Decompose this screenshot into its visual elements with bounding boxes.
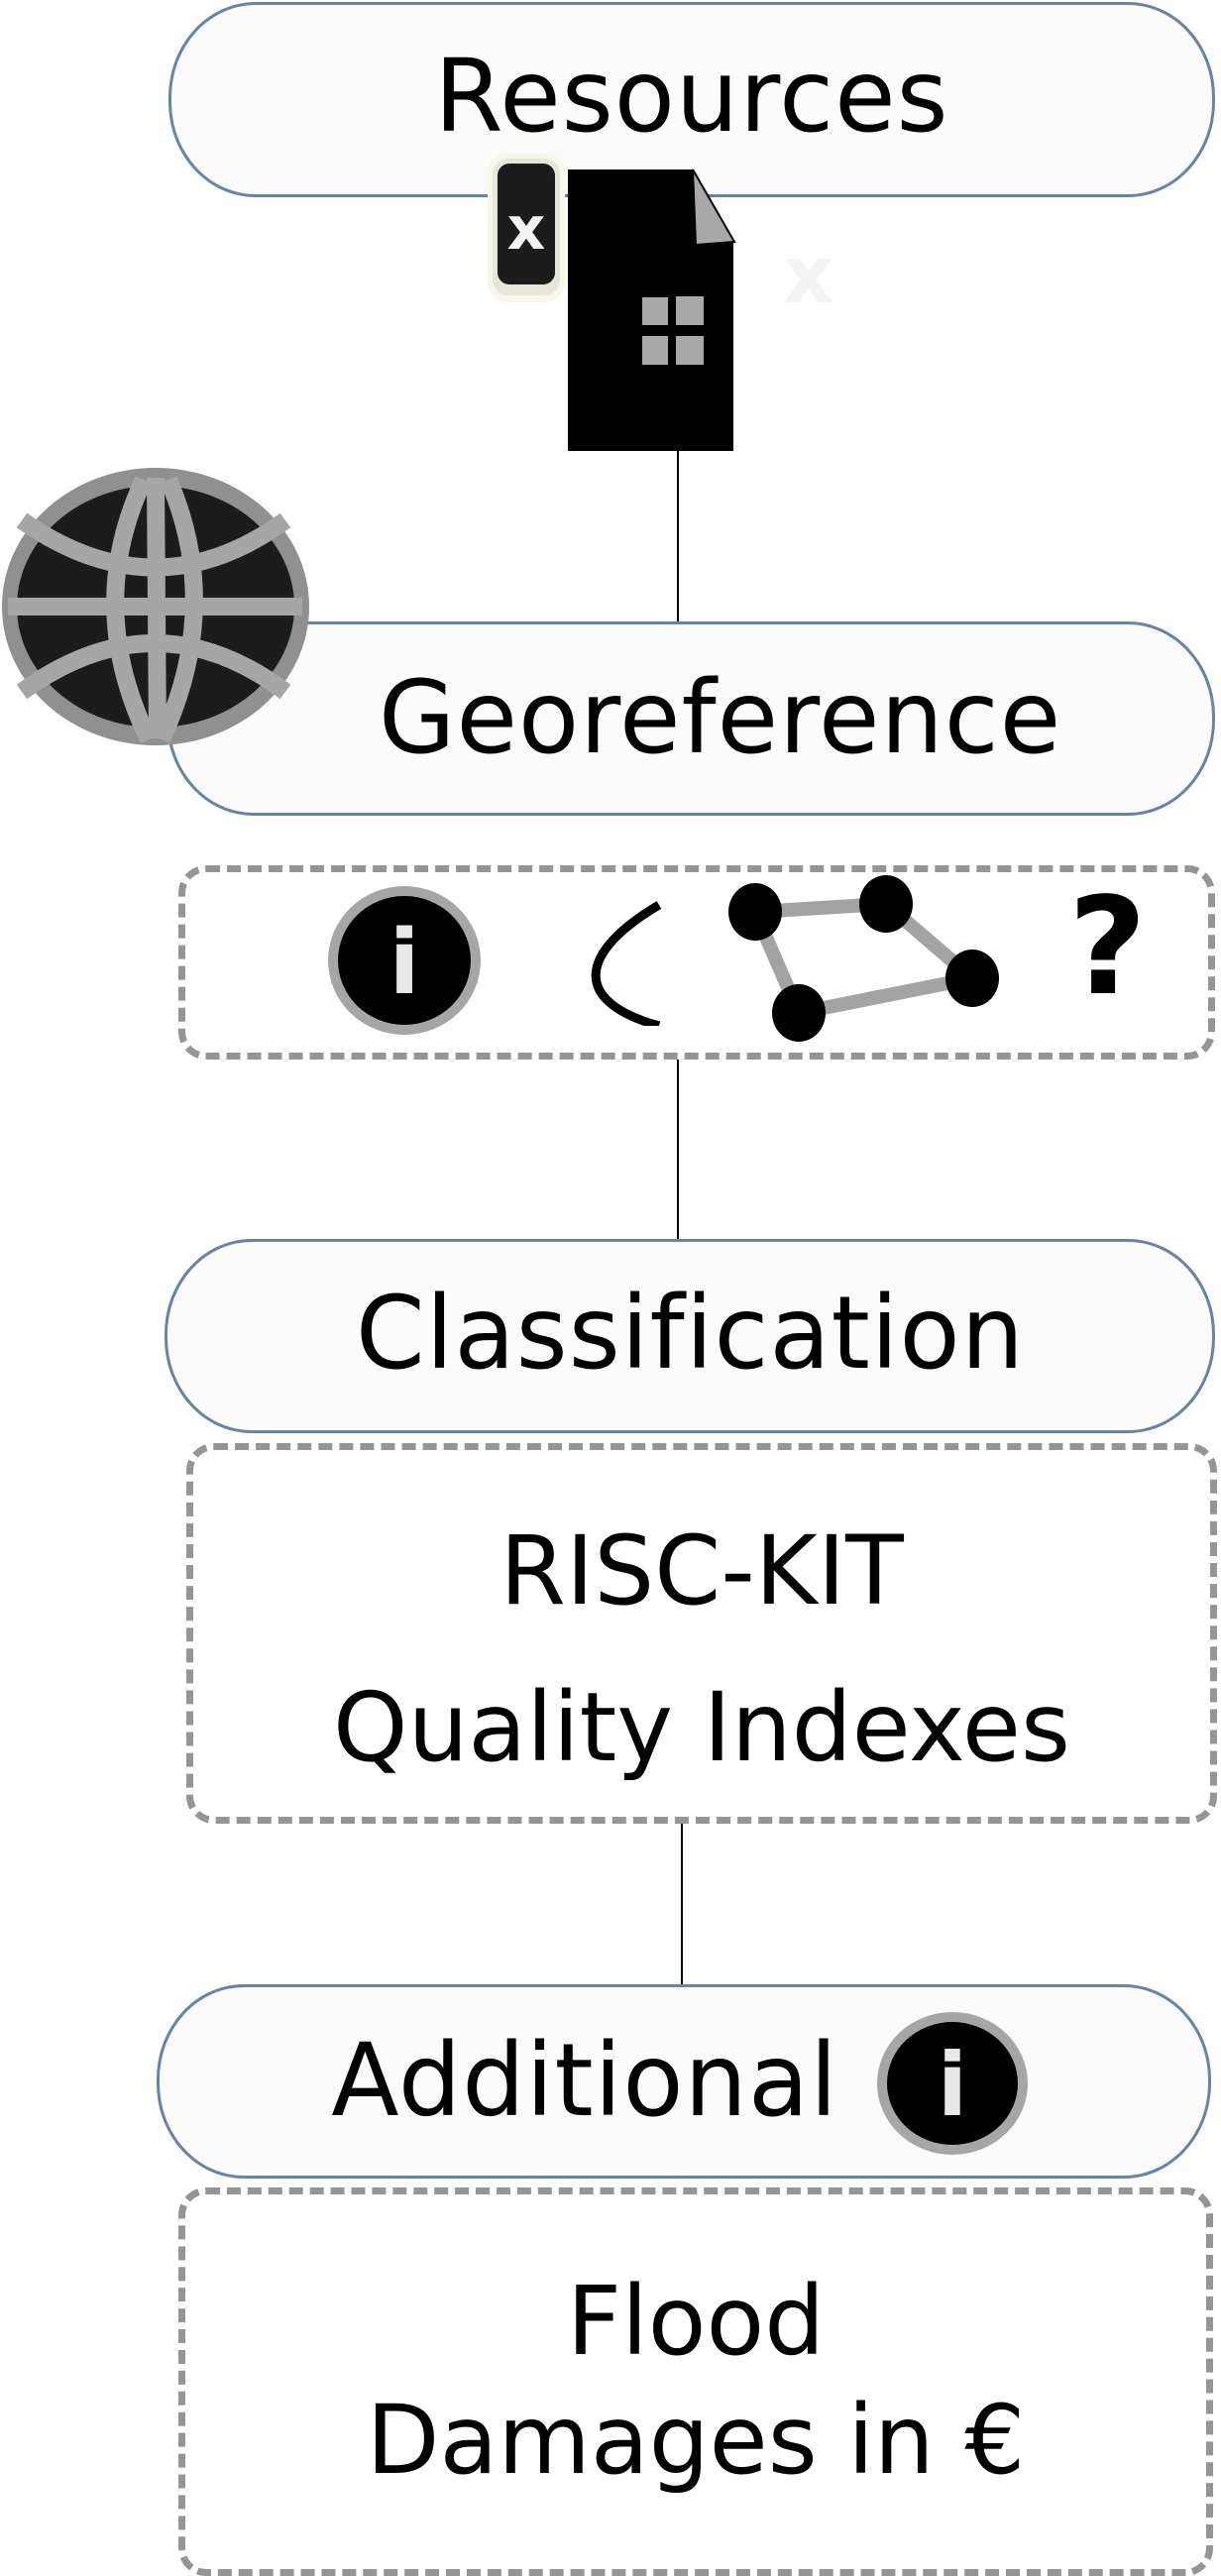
- node-additional[interactable]: Additional: [157, 1984, 1211, 2179]
- node-classification[interactable]: Classification: [165, 1239, 1215, 1433]
- connector-file-to-georeference: [677, 448, 679, 628]
- node-resources-label: Resources: [434, 37, 949, 156]
- faint-x-glyph: x: [783, 229, 834, 321]
- polygon-graph-icon: [728, 875, 999, 1042]
- graph-node: [859, 875, 913, 933]
- node-georeference-label: Georeference: [379, 659, 1062, 777]
- quality-line-2: Quality Indexes: [333, 1672, 1070, 1783]
- cell: [642, 336, 668, 365]
- flood-line-2: Damages in €: [366, 2385, 1026, 2496]
- graph-node: [728, 883, 782, 941]
- node-additional-label: Additional: [331, 2022, 838, 2140]
- connector-icons-to-classification: [677, 1056, 679, 1244]
- flood-line-1: Flood: [566, 2266, 826, 2377]
- cell: [676, 296, 704, 325]
- cell: [676, 336, 704, 365]
- spreadsheet-file-icon: x x: [488, 154, 834, 451]
- info-letter: i: [938, 2034, 967, 2136]
- arc-icon: [591, 901, 662, 1026]
- node-resources[interactable]: Resources: [168, 2, 1215, 197]
- question-mark-icon: ?: [1068, 869, 1147, 1026]
- cell: [642, 297, 668, 325]
- info-icon: i: [328, 886, 481, 1035]
- globe-icon: [2, 468, 309, 745]
- flood-damages-box: Flood Damages in €: [178, 2187, 1213, 2576]
- quality-indexes-box: RISC-KIT Quality Indexes: [186, 1443, 1217, 1824]
- file-badge-letter: x: [507, 194, 546, 264]
- info-icon: i: [877, 2012, 1028, 2155]
- info-letter: i: [389, 911, 420, 1015]
- node-classification-label: Classification: [355, 1275, 1025, 1393]
- quality-line-1: RISC-KIT: [500, 1515, 904, 1626]
- graph-node: [772, 984, 826, 1042]
- node-georeference[interactable]: Georeference: [166, 621, 1215, 816]
- graph-node: [945, 950, 999, 1007]
- connector-quality-to-additional: [681, 1824, 683, 2012]
